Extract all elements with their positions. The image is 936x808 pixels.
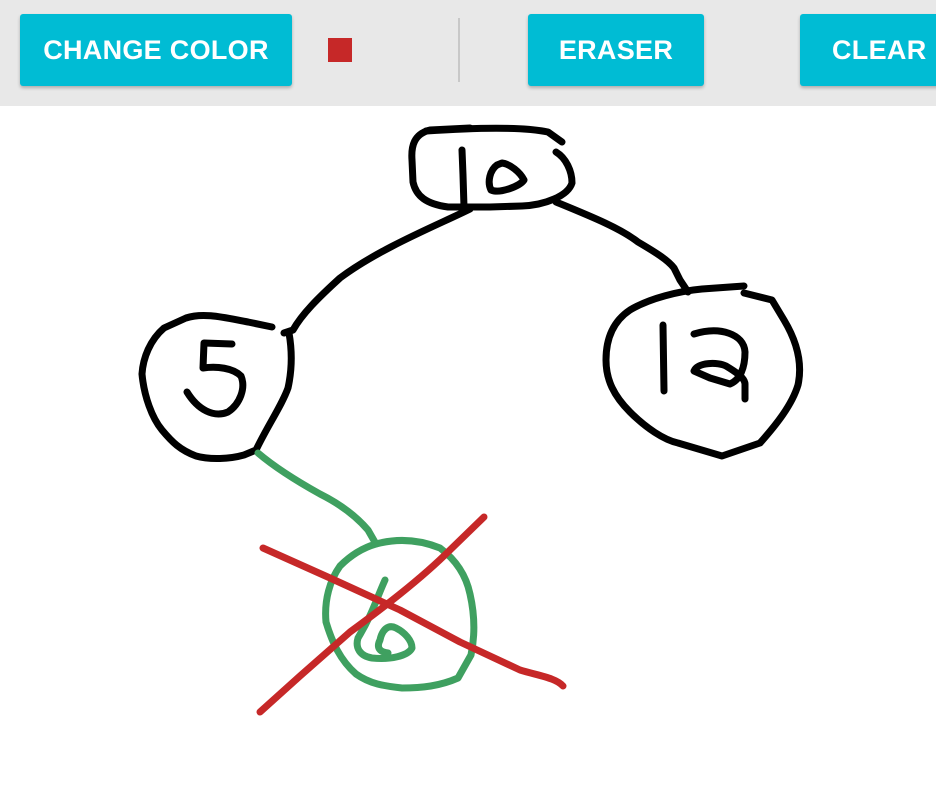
stroke-node-5: [138, 311, 295, 462]
stroke-node-10: [408, 124, 576, 211]
change-color-button[interactable]: CHANGE COLOR: [20, 14, 292, 86]
current-color-swatch: [328, 38, 352, 62]
toolbar-divider: [458, 18, 460, 82]
stroke-node-12: [602, 282, 804, 460]
toolbar: CHANGE COLOR ERASER CLEAR B: [0, 0, 936, 106]
stroke-node-6: [322, 537, 478, 692]
stroke-edge-5-6: [254, 449, 380, 548]
stroke-edge-10-5: [280, 205, 474, 337]
stroke-cross-out: [256, 513, 567, 716]
eraser-button[interactable]: ERASER: [528, 14, 704, 86]
stroke-edge-10-12: [552, 198, 692, 296]
clear-board-button[interactable]: CLEAR B: [800, 14, 936, 86]
drawing-canvas[interactable]: [0, 106, 936, 808]
